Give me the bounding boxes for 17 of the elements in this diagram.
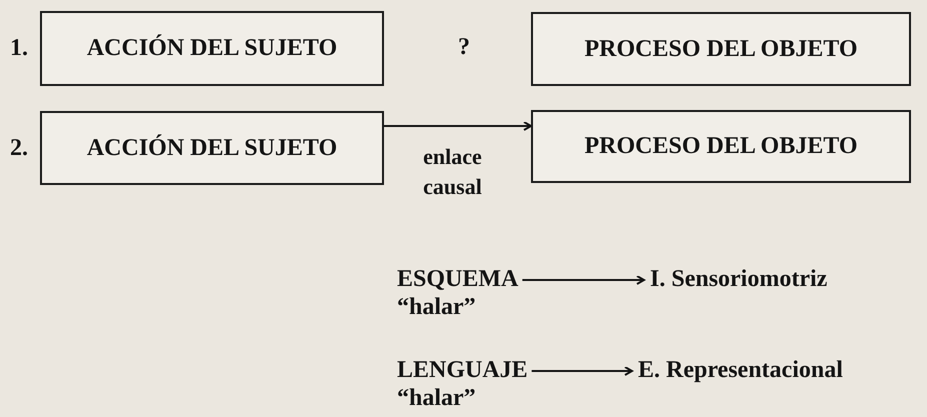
stage-label: I. Sensoriomotriz — [650, 265, 828, 293]
term-label: ESQUEMA — [397, 265, 518, 293]
box-title: ACCIÓN DEL SUJETO — [86, 35, 338, 62]
step-number: 2. — [10, 134, 29, 162]
arrow — [384, 121, 532, 131]
stage-label: E. Representacional — [638, 356, 843, 384]
arrow — [522, 275, 645, 285]
term-label: LENGUAJE — [397, 356, 528, 384]
quoted-word: “halar” — [397, 384, 477, 412]
quoted-word: “halar” — [397, 293, 477, 321]
step-number: 1. — [10, 35, 29, 62]
box-title: ACCIÓN DEL SUJETO — [86, 134, 338, 162]
edge-label: enlace causal — [422, 143, 483, 201]
arrow — [532, 366, 633, 376]
question-mark: ? — [458, 34, 470, 61]
box-title: PROCESO DEL OBJETO — [584, 133, 858, 160]
box-title: PROCESO DEL OBJETO — [584, 36, 858, 62]
